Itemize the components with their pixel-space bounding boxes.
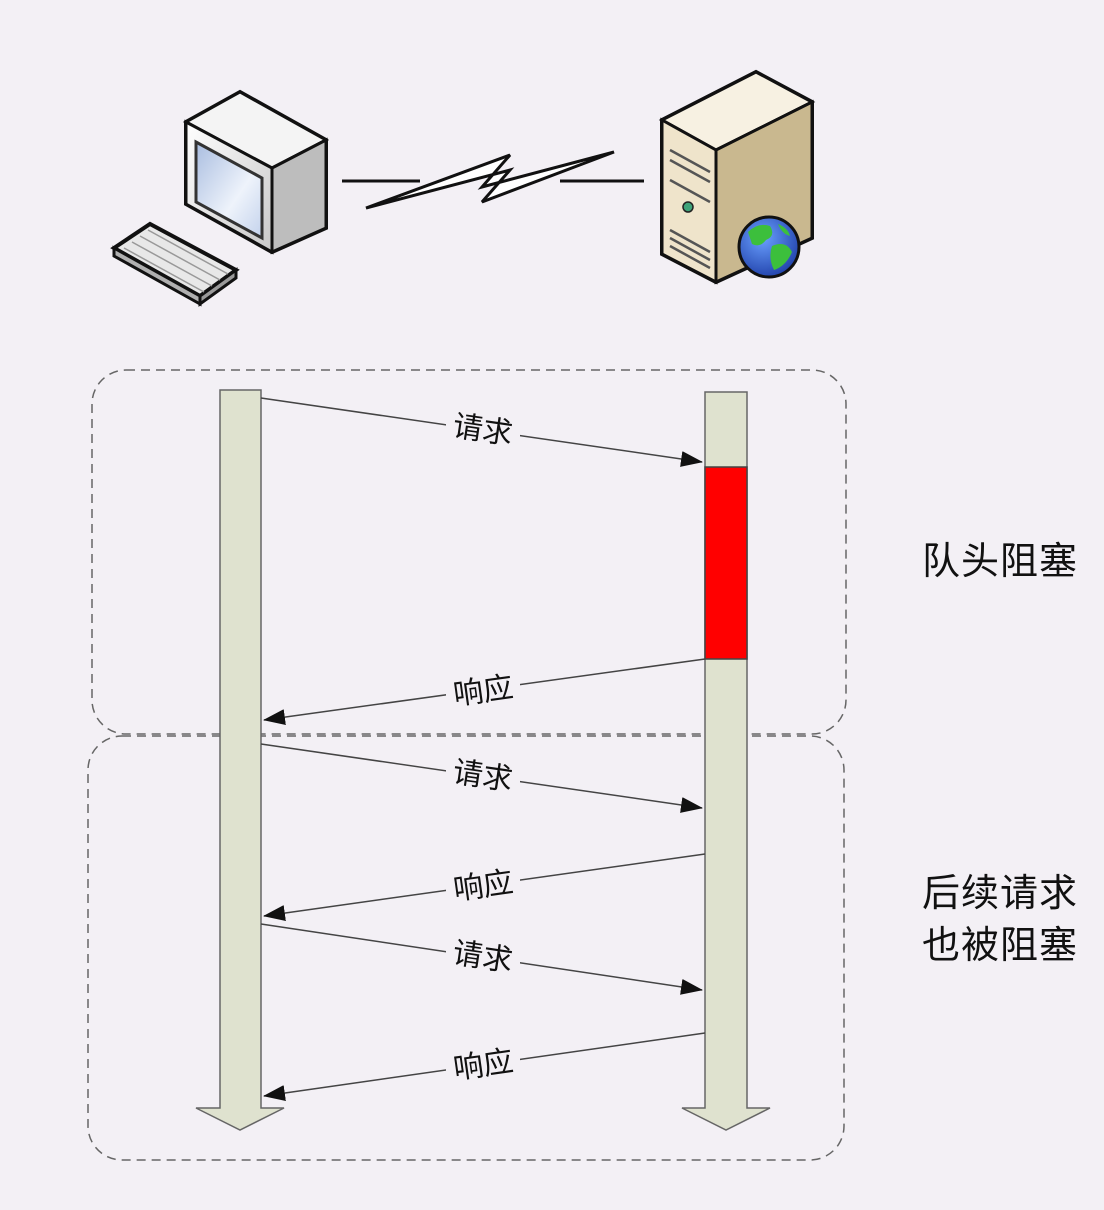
request-label-2: 请求: [450, 755, 514, 798]
subsequent-blocked-label-line1: 后续请求: [922, 871, 1079, 915]
web-server-icon: [658, 69, 816, 285]
response-label-2: 响应: [451, 865, 515, 908]
lightning-link-icon: [342, 150, 644, 210]
subsequent-blocked-label-line2: 也被阻塞: [922, 923, 1079, 967]
request-label-1: 请求: [450, 409, 514, 452]
head-of-line-blocking-label: 队头阻塞: [922, 539, 1079, 583]
blocked-processing-bar: [704, 466, 748, 660]
response-label-1: 响应: [451, 670, 515, 713]
group-box-head-of-line: [91, 369, 847, 735]
group-box-subsequent: [87, 735, 845, 1161]
client-lifeline: [195, 389, 285, 1131]
desktop-computer-icon: [110, 89, 330, 307]
response-label-3: 响应: [451, 1044, 515, 1087]
